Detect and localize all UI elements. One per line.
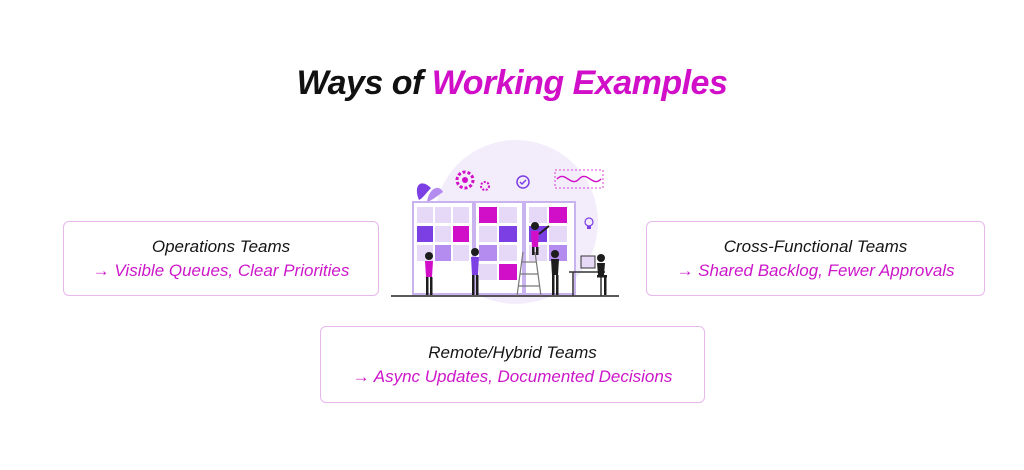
card-cross-functional-teams: Cross-Functional Teams → Shared Backlog,… [646,221,985,296]
card-detail: → Shared Backlog, Fewer Approvals [676,261,955,280]
person-figure [531,222,550,255]
title-accent: Working Examples [431,64,728,102]
card-heading: Operations Teams [151,237,291,256]
card-remote-hybrid-teams: Remote/Hybrid Teams → Async Updates, Doc… [320,326,705,403]
person-figure [597,254,607,295]
monitor [580,255,596,269]
card-heading: Remote/Hybrid Teams [428,343,597,362]
gear-icon [480,181,490,191]
kanban-cards [417,207,567,280]
ladder [516,251,542,297]
check-circle-icon [516,175,530,189]
page-title: Ways of Working Examples [0,64,1024,103]
person-figure [425,252,433,295]
kanban-team-illustration [391,140,619,304]
person-figure [471,248,479,295]
leaf-decoration [416,183,431,200]
chart-icon [554,169,604,189]
lightbulb-icon [584,217,594,229]
card-operations-teams: Operations Teams → Visible Queues, Clear… [63,221,379,296]
title-prefix: Ways of [296,64,432,102]
card-detail: → Visible Queues, Clear Priorities [92,261,350,280]
person-figure [551,250,559,295]
gear-icon [455,170,475,190]
card-heading: Cross-Functional Teams [723,237,908,256]
card-detail: → Async Updates, Documented Decisions [352,367,673,386]
leaf-decoration [427,187,443,202]
